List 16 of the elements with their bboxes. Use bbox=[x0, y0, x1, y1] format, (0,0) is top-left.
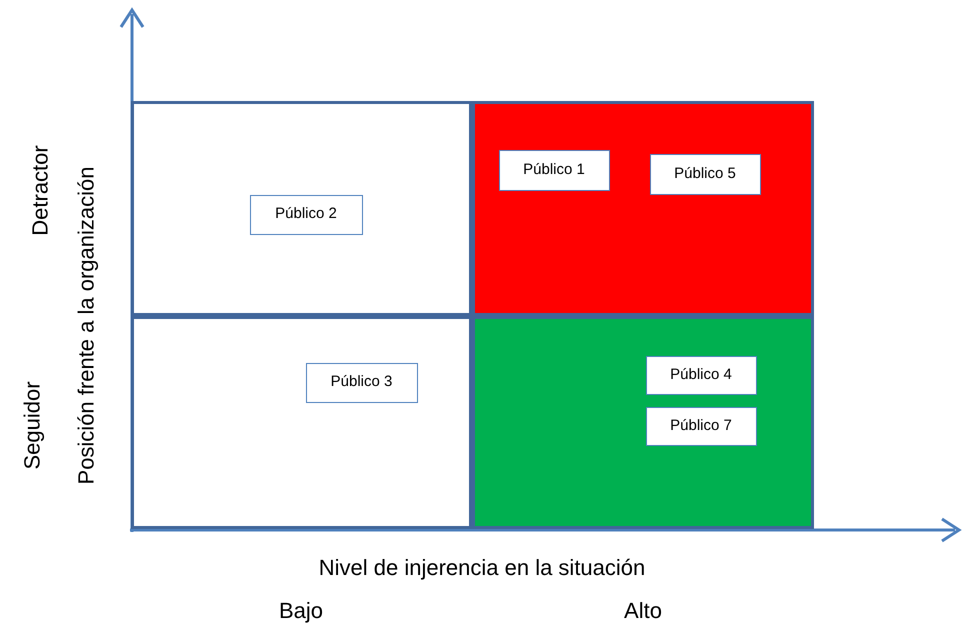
quadrant bbox=[130, 316, 472, 528]
group-label: Público 1 bbox=[498, 150, 610, 190]
x-axis-category: Bajo bbox=[278, 596, 324, 625]
x-axis-category: Alto bbox=[624, 596, 662, 624]
group-label: Público 4 bbox=[646, 356, 756, 394]
group-label: Público 2 bbox=[250, 194, 362, 234]
quadrant bbox=[472, 100, 814, 316]
group-label: Público 5 bbox=[650, 154, 760, 194]
group-label: Público 7 bbox=[646, 406, 756, 446]
group-label: Público 3 bbox=[306, 362, 418, 402]
y-axis-category: Detractor bbox=[26, 144, 54, 236]
y-axis-category: Seguidor bbox=[18, 380, 46, 470]
x-axis-title: Nivel de injerencia en la situación bbox=[318, 554, 646, 582]
quadrant bbox=[472, 316, 814, 528]
quadrant bbox=[130, 100, 472, 316]
y-axis-title: Posición frente a la organización bbox=[72, 166, 100, 484]
